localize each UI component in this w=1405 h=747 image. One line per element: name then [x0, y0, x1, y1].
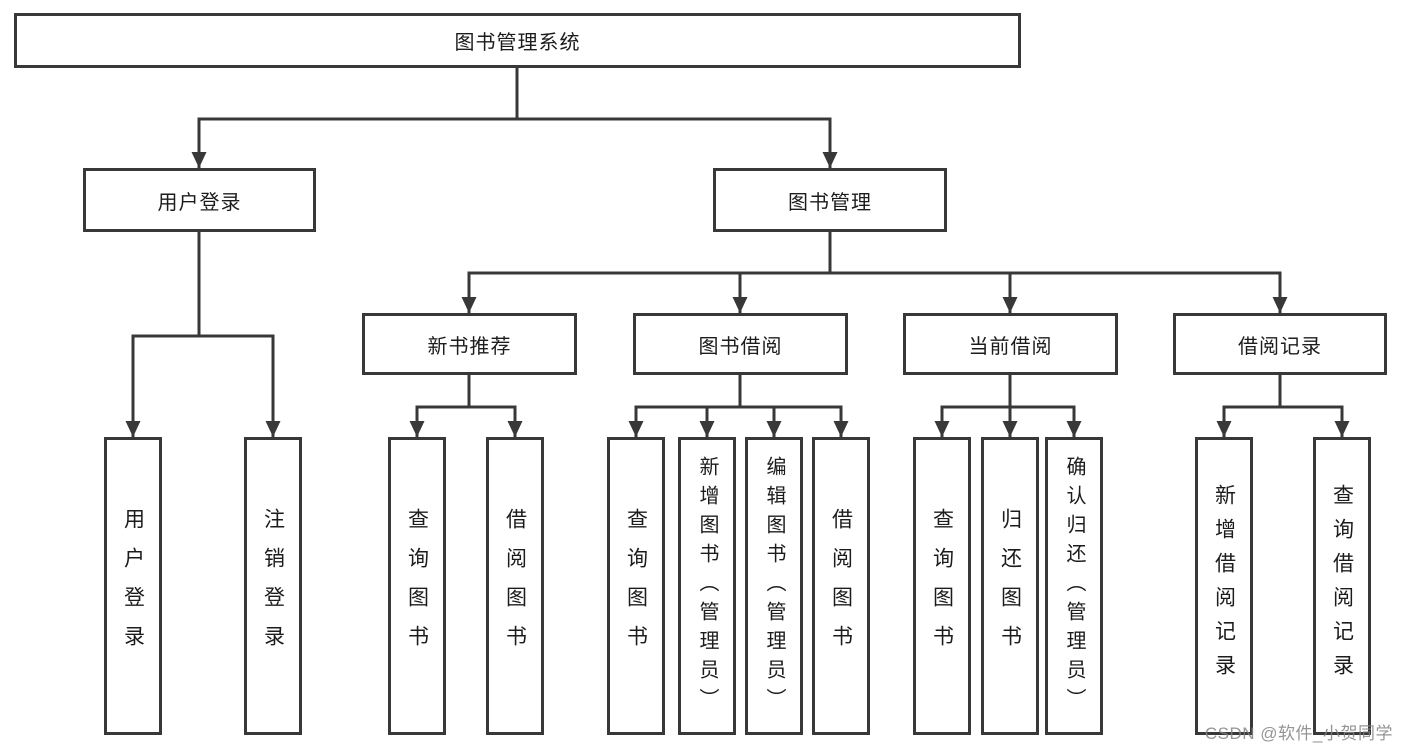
node-current-borrowing-label: 当前借阅	[968, 335, 1053, 358]
leaf-query-books-current-label: 查询图书	[930, 508, 954, 664]
leaf-return-books: 归还图书	[981, 437, 1039, 735]
leaf-add-books-admin-label: 新增图书（管理员）	[696, 455, 718, 717]
leaf-logout: 注销登录	[244, 437, 302, 735]
leaf-query-books-borrowing-label: 查询图书	[624, 508, 648, 664]
leaf-query-borrow-record: 查询借阅记录	[1313, 437, 1371, 735]
leaf-query-books-recommend-label: 查询图书	[405, 508, 429, 664]
node-library-system-label: 图书管理系统	[454, 32, 581, 54]
leaf-query-books-borrowing: 查询图书	[607, 437, 665, 735]
node-borrowing-records-label: 借阅记录	[1238, 335, 1322, 358]
leaf-query-books-current: 查询图书	[913, 437, 971, 735]
node-new-book-recommend: 新书推荐	[362, 313, 577, 375]
leaf-borrow-books-recommend: 借阅图书	[486, 437, 544, 735]
leaf-edit-books-admin-label: 编辑图书（管理员）	[763, 455, 785, 717]
leaf-confirm-return-admin: 确认归还（管理员）	[1045, 437, 1103, 735]
node-book-borrowing: 图书借阅	[633, 313, 848, 375]
leaf-confirm-return-admin-label: 确认归还（管理员）	[1063, 455, 1085, 717]
csdn-watermark: CSDN @软件_小贺同学	[1204, 724, 1393, 743]
leaf-add-borrow-record-label: 新增借阅记录	[1212, 484, 1236, 688]
node-book-management: 图书管理	[713, 168, 947, 232]
node-library-system: 图书管理系统	[14, 13, 1021, 68]
leaf-borrow-books-recommend-label: 借阅图书	[503, 508, 527, 664]
node-user-login-label: 用户登录	[157, 191, 242, 214]
leaf-return-books-label: 归还图书	[998, 508, 1022, 664]
leaf-query-books-recommend: 查询图书	[388, 437, 446, 735]
leaf-borrow-books-label: 借阅图书	[829, 508, 853, 664]
leaf-user-login: 用户登录	[104, 437, 162, 735]
node-new-book-recommend-label: 新书推荐	[427, 335, 512, 358]
leaf-add-borrow-record: 新增借阅记录	[1195, 437, 1253, 735]
node-book-borrowing-label: 图书借阅	[698, 335, 783, 358]
leaf-add-books-admin: 新增图书（管理员）	[678, 437, 736, 735]
node-book-management-label: 图书管理	[788, 191, 872, 214]
leaf-borrow-books: 借阅图书	[812, 437, 870, 735]
leaf-user-login-label: 用户登录	[121, 508, 145, 664]
node-user-login: 用户登录	[83, 168, 316, 232]
leaf-logout-label: 注销登录	[261, 508, 285, 664]
leaf-query-borrow-record-label: 查询借阅记录	[1330, 484, 1354, 688]
leaf-edit-books-admin: 编辑图书（管理员）	[745, 437, 803, 735]
node-current-borrowing: 当前借阅	[903, 313, 1118, 375]
node-borrowing-records: 借阅记录	[1173, 313, 1387, 375]
